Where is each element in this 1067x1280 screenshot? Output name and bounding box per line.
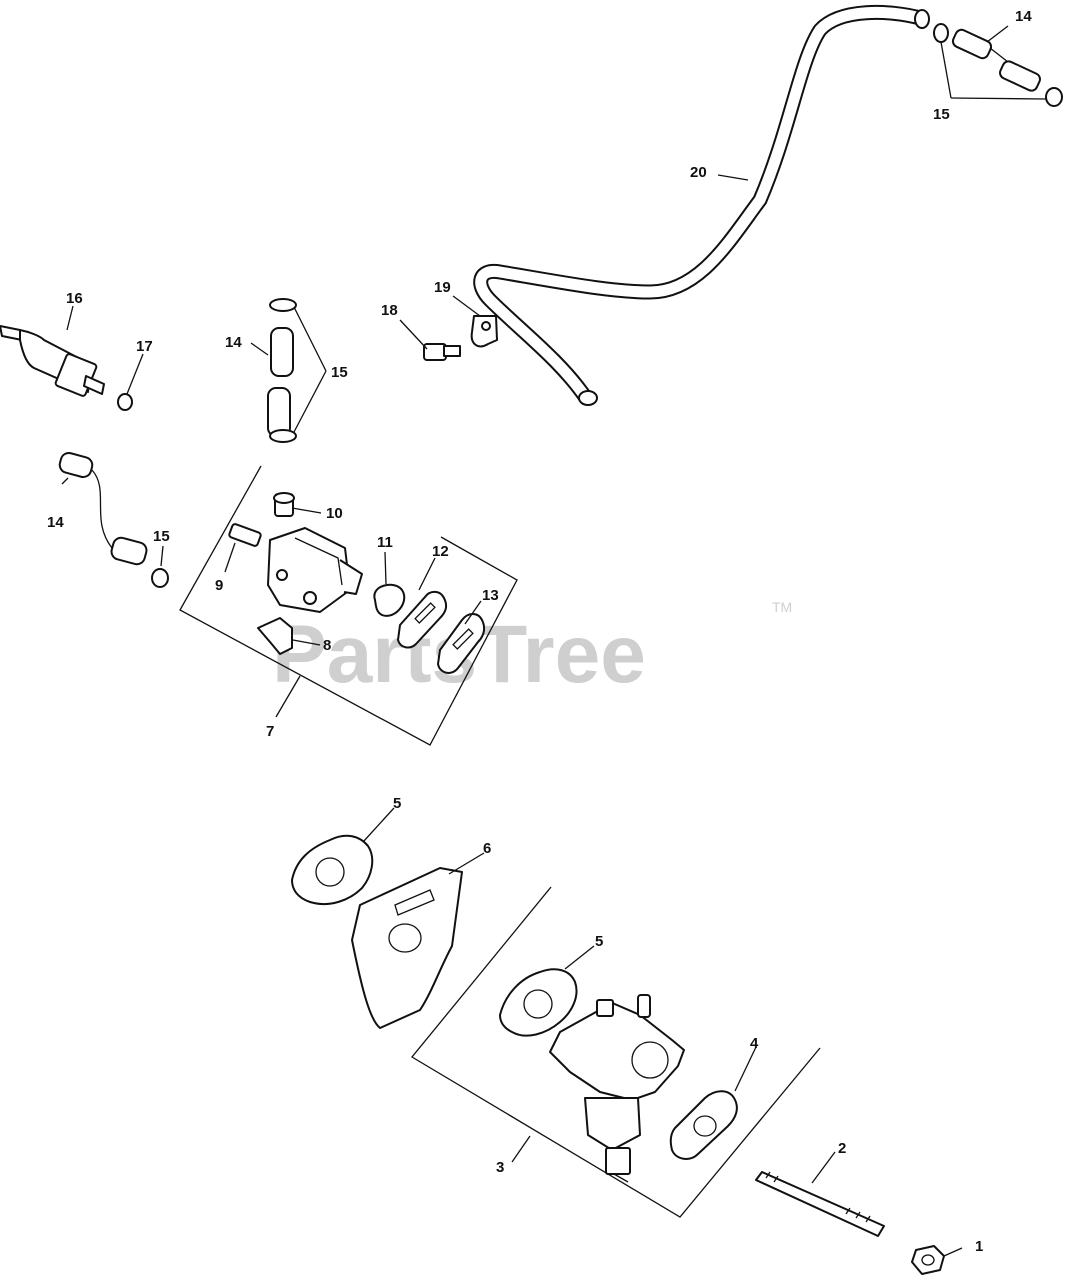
nut-part-1[interactable] (911, 1245, 945, 1275)
callout-2: 2 (838, 1140, 846, 1157)
o-ring-part-11[interactable] (373, 583, 406, 617)
callout-15-left: 15 (153, 528, 170, 545)
hose-clamp-part-15-top[interactable] (933, 23, 1063, 107)
callout-10: 10 (326, 505, 343, 522)
fuel-hose-part-14-left[interactable] (58, 451, 148, 566)
elbow-fitting-part-8[interactable] (257, 617, 293, 655)
hose-clamp-part-17[interactable] (117, 393, 133, 411)
callout-16: 16 (66, 290, 83, 307)
stud-part-2[interactable] (755, 1171, 885, 1237)
fuel-pump-part-7[interactable] (267, 527, 363, 613)
callout-5-upper: 5 (393, 795, 401, 812)
gasket-part-5-lower[interactable] (499, 968, 578, 1037)
callout-3: 3 (496, 1159, 504, 1176)
callout-12: 12 (432, 543, 449, 560)
callout-15-middle: 15 (331, 364, 348, 381)
watermark-trademark: TM (772, 599, 792, 615)
callout-7: 7 (266, 723, 274, 740)
callout-14-middle: 14 (225, 334, 242, 351)
fuel-hose-part-14-middle[interactable] (267, 327, 294, 437)
gasket-part-12[interactable] (397, 590, 448, 649)
gasket-part-5-top[interactable] (291, 834, 374, 906)
callout-14-top: 14 (1015, 8, 1032, 25)
callout-20: 20 (690, 164, 707, 181)
callout-6: 6 (483, 840, 491, 857)
callout-4: 4 (750, 1035, 759, 1052)
hose-clamp-part-15-middle[interactable] (269, 298, 297, 443)
fuel-filter-part-16[interactable] (0, 325, 105, 397)
fuel-line-part-20[interactable] (473, 5, 930, 406)
leader-lines (61, 25, 1047, 1257)
carburetor-part-3[interactable] (549, 994, 685, 1183)
callout-1: 1 (975, 1238, 983, 1255)
screw-part-18[interactable] (423, 343, 461, 361)
carburetor-kit-bracket (411, 886, 821, 1218)
callout-labels: 1 2 3 4 5 5 6 7 8 9 10 11 12 13 14 14 14… (47, 8, 1032, 1255)
callout-19: 19 (434, 279, 451, 296)
fuel-pump-kit-bracket (179, 465, 518, 746)
callout-15-top: 15 (933, 106, 950, 123)
callout-14-left: 14 (47, 514, 64, 531)
hose-clamp-part-15-left[interactable] (151, 568, 169, 588)
callout-17: 17 (136, 338, 153, 355)
callout-11: 11 (377, 534, 393, 551)
baffle-plate-part-6[interactable] (351, 867, 463, 1029)
fuel-hose-part-14-top[interactable] (951, 28, 1042, 93)
callout-8: 8 (323, 637, 331, 654)
fitting-part-10[interactable] (273, 492, 295, 517)
clip-part-19[interactable] (470, 315, 498, 348)
callout-5-lower: 5 (595, 933, 603, 950)
callout-13: 13 (482, 587, 499, 604)
screw-part-9[interactable] (228, 523, 262, 547)
callout-9: 9 (215, 577, 223, 594)
callout-18: 18 (381, 302, 398, 319)
gasket-part-4[interactable] (669, 1090, 738, 1160)
